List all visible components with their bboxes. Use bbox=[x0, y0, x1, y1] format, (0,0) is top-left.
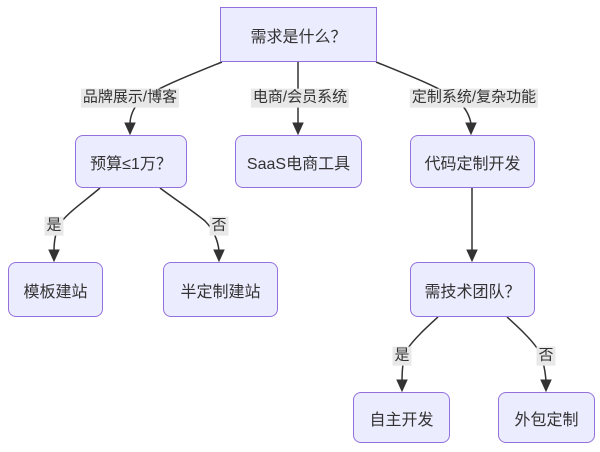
edge-label-brand-blog: 品牌展示/博客 bbox=[80, 88, 180, 108]
edge-budget-semi bbox=[159, 187, 220, 252]
edge-label-custom-complex: 定制系统/复杂功能 bbox=[409, 88, 539, 108]
node-template-site: 模板建站 bbox=[8, 262, 103, 317]
arrowhead-root-budget bbox=[124, 122, 136, 136]
node-budget-question: 预算≤1万？ bbox=[75, 135, 187, 188]
arrowhead-root-saas bbox=[292, 122, 304, 136]
arrowhead-team-self bbox=[396, 379, 408, 393]
node-semi-custom-site: 半定制建站 bbox=[163, 262, 278, 317]
edge-label-no-left: 否 bbox=[209, 216, 229, 236]
edge-label-no-right: 否 bbox=[536, 346, 556, 366]
arrowhead-root-code bbox=[465, 122, 477, 136]
arrowhead-code-team bbox=[466, 249, 478, 263]
edge-label-ecommerce-member: 电商/会员系统 bbox=[250, 88, 350, 108]
arrowhead-team-outsource bbox=[540, 379, 552, 393]
node-outsource-custom: 外包定制 bbox=[498, 392, 595, 443]
arrowhead-budget-semi bbox=[213, 249, 225, 263]
node-code-custom-dev: 代码定制开发 bbox=[410, 135, 535, 188]
node-root-question: 需求是什么？ bbox=[220, 7, 377, 62]
arrowhead-budget-template bbox=[48, 249, 60, 263]
node-saas-ecommerce-tool: SaaS电商工具 bbox=[235, 135, 362, 188]
edge-label-yes-left: 是 bbox=[44, 216, 64, 236]
node-self-develop: 自主开发 bbox=[353, 392, 450, 443]
node-tech-team-question: 需技术团队？ bbox=[410, 262, 535, 317]
edge-label-yes-right: 是 bbox=[392, 346, 412, 366]
